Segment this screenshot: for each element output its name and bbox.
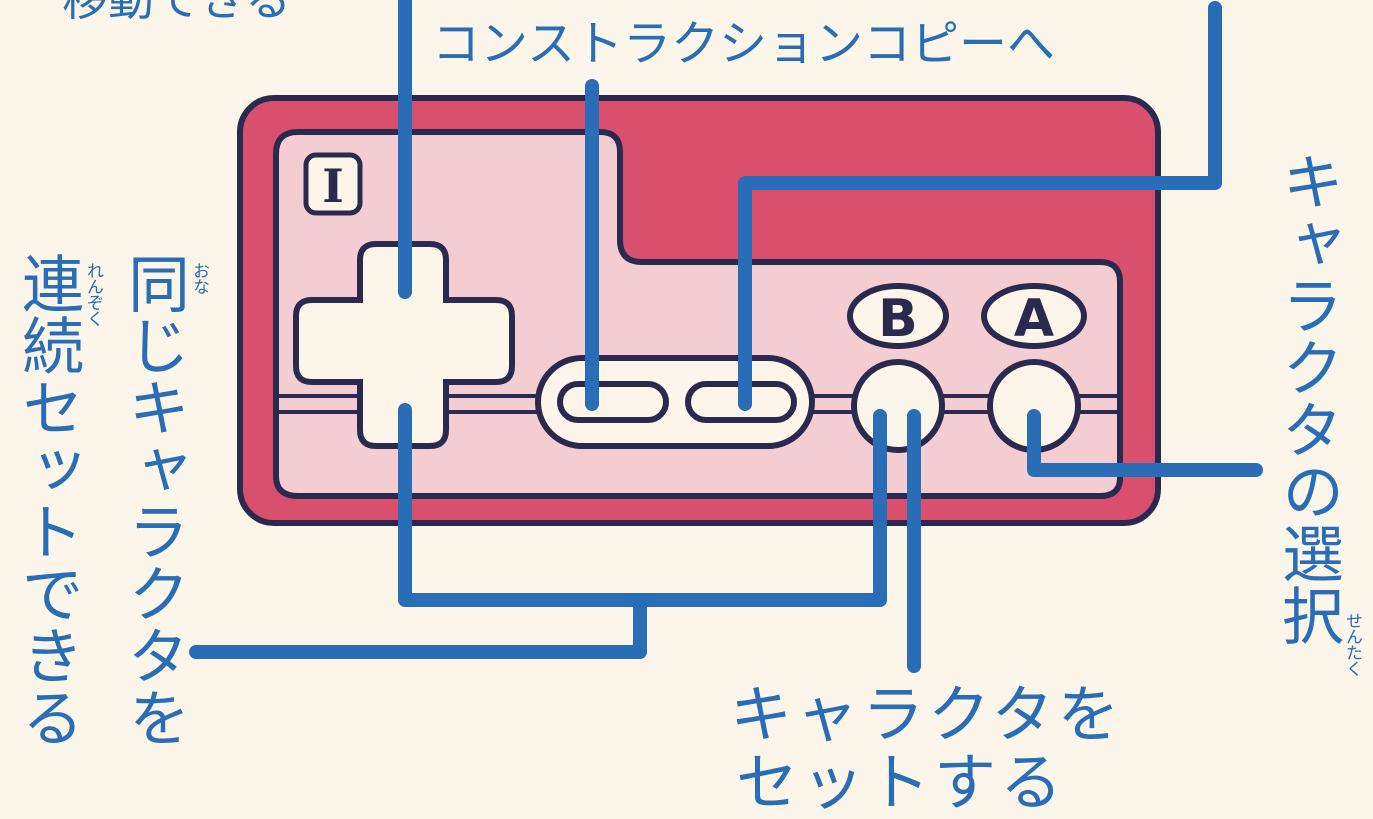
label-select-character: キャラクタの選択 [1271, 150, 1344, 646]
select-button[interactable] [557, 381, 669, 423]
callout-same-character [189, 593, 647, 659]
b-button[interactable] [851, 359, 945, 453]
player-badge [303, 152, 363, 216]
furigana-select: せんたく [1342, 612, 1362, 676]
callout-lines [189, 0, 1263, 673]
label-construction-copy: コンストラクションコピーへ [432, 16, 1056, 72]
button-a-label-oval [981, 283, 1087, 349]
label-same-character: 同じキャラクタを [117, 252, 190, 748]
furigana-continuous: れんぞく [83, 262, 103, 326]
callout-start [738, 1, 1222, 411]
player-badge-text: I [322, 159, 344, 213]
dpad[interactable] [293, 241, 515, 449]
button-b-label-oval [847, 283, 949, 349]
label-set-character-1: キャラクタを [730, 678, 1124, 751]
label-continuous-set: 連続セットできる [11, 252, 84, 748]
furigana-same: おな [189, 262, 209, 294]
label-move-partial: 移動できる [62, 0, 291, 22]
callout-select-character [1027, 409, 1263, 477]
button-a-label: A [1014, 289, 1054, 349]
button-b-label: B [878, 289, 918, 349]
label-set-character-2: セットする [736, 746, 1067, 819]
